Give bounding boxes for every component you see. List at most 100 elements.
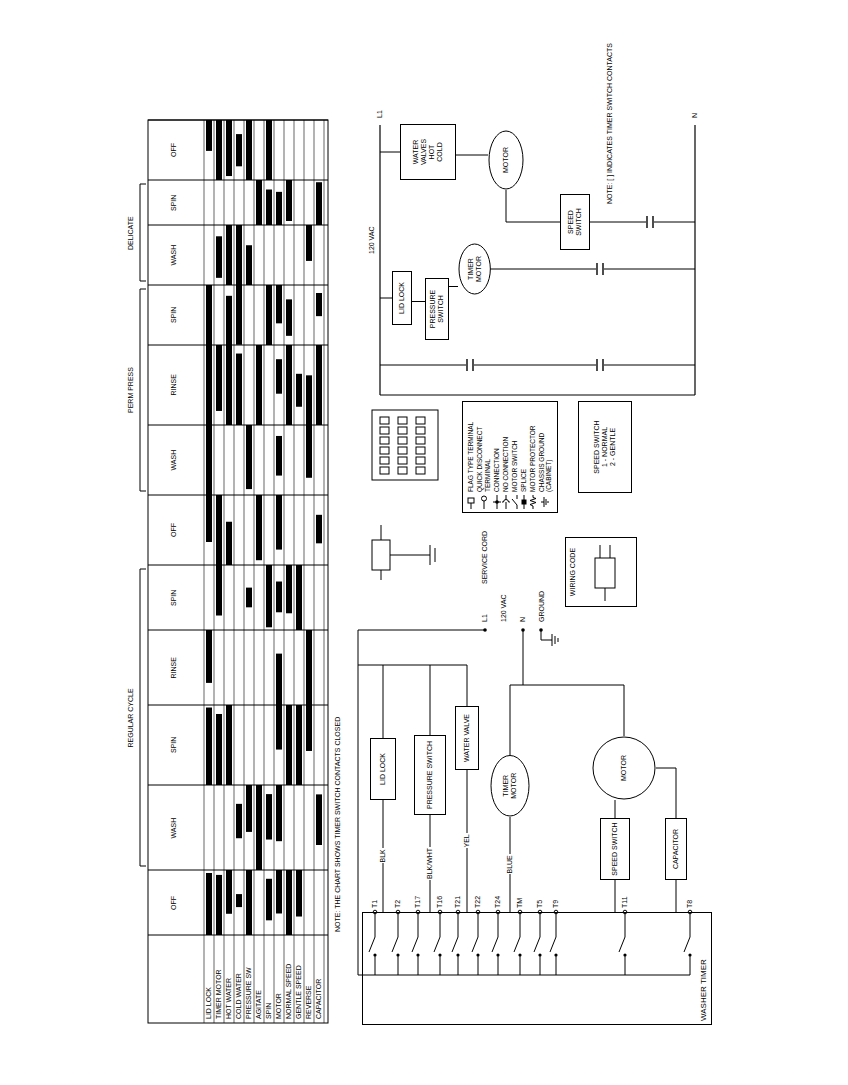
ladder-diagram: [380, 125, 695, 395]
legend-row: MOTOR SWITCH: [511, 405, 519, 509]
terminal-lead: [540, 955, 541, 975]
sample-line: [516, 505, 517, 509]
step-label: SPIN: [170, 589, 178, 607]
ellipse-outline: [593, 737, 655, 799]
row-label: AGITATE: [255, 989, 263, 1020]
contact-bar: [256, 785, 262, 870]
rung: [380, 298, 392, 299]
terminal-lead: [398, 912, 399, 937]
wire: [435, 548, 436, 562]
contact-gap: [646, 216, 654, 228]
contact-bar: [316, 515, 322, 544]
contact-bar: [296, 870, 302, 917]
contact-bar: [276, 192, 282, 225]
speed-switch: SPEED SWITCH: [560, 194, 590, 250]
switch-blade: [684, 937, 690, 952]
contact-bar: [286, 299, 292, 335]
timer-plug: [372, 410, 438, 480]
note-text: NOTE: [ ] INDICATES TIMER SWITCH CONTACT…: [606, 42, 614, 205]
terminal-lead: [520, 912, 521, 937]
chart-row-line: [214, 120, 215, 1023]
chart-row-line: [284, 120, 285, 1023]
water-valves: WATER VALVESHOTCOLD: [400, 124, 456, 180]
contact-bar: [286, 180, 292, 221]
contact-bar: [226, 870, 232, 914]
chart-row-line: [294, 120, 295, 1023]
row-label: CAPACITOR: [315, 978, 323, 1020]
wire-connector: [412, 301, 425, 302]
chart-divider: [148, 935, 328, 936]
contact-bar: [266, 565, 272, 627]
terminal-lead: [375, 912, 376, 937]
switch-blade: [514, 937, 520, 952]
terminal-label: T21: [454, 895, 462, 909]
contact-bar: [276, 436, 282, 476]
terminal-lead: [690, 912, 691, 937]
component-label: SPEED SWITCH: [593, 420, 601, 473]
component-label: PRESSURE SWITCH: [426, 741, 434, 809]
service-plug: [595, 545, 615, 601]
sample-line: [548, 501, 549, 503]
legend-sample: [480, 495, 488, 509]
sample-line: [471, 503, 472, 509]
terminal-lead: [440, 955, 441, 975]
switch-blade: [369, 937, 375, 952]
plug-pin: [398, 457, 407, 464]
rung: [590, 222, 695, 223]
terminal-label: T17: [414, 895, 422, 909]
contact-bar: [206, 495, 212, 542]
plug-pin: [380, 427, 389, 434]
contact-bar: [276, 870, 282, 913]
legend-sample: [493, 495, 501, 509]
contact-bar: [276, 705, 282, 750]
terminal-lead: [520, 955, 521, 975]
plug-pin: [398, 467, 407, 474]
wire-connector: [456, 155, 488, 156]
timer-contact: [466, 359, 467, 371]
row-label: TIMER MOTOR: [215, 968, 223, 1020]
wire-label: L1: [481, 613, 489, 623]
lid-lock: LID LOCK: [370, 738, 396, 800]
legend-sample: [541, 495, 549, 509]
component-label: SPEED SWITCH: [567, 198, 583, 246]
terminal-lead: [375, 955, 376, 975]
step-label: SPIN: [170, 736, 178, 754]
contact-bar: [226, 345, 232, 425]
contact-bar: [316, 182, 322, 225]
chart-row-line: [274, 120, 275, 1023]
sample-dot: [495, 500, 499, 504]
rung: [488, 269, 695, 270]
step-label: OFF: [170, 522, 178, 538]
terminal-label: T2: [394, 899, 402, 909]
neutral-wire: [510, 685, 523, 755]
component-label: TIMER MOTOR: [467, 254, 483, 283]
contact-bar: [236, 134, 242, 166]
legend-row: NO CONNECTION: [502, 405, 510, 509]
switch-blade: [550, 937, 556, 952]
sample-line: [483, 501, 484, 509]
contact-bar: [316, 293, 322, 316]
switch-blade: [412, 937, 418, 952]
legend-sample: [511, 495, 519, 509]
component-label: CAPACITOR: [672, 829, 680, 869]
ellipse-outline: [489, 131, 523, 189]
legend-sample: [502, 495, 510, 509]
component-label: WASHER TIMER: [699, 959, 708, 1021]
terminal-lead: [478, 955, 479, 975]
contact-bar: [276, 359, 282, 393]
terminal-lead: [458, 955, 459, 975]
component-label: LID LOCK: [379, 753, 387, 785]
timer-motor: TIMER MOTOR: [458, 243, 491, 295]
step-label: RINSE: [170, 656, 178, 679]
component-label: TIMER MOTOR: [502, 767, 518, 804]
sample-zigzag: [530, 495, 536, 509]
legend-row: QUICK DISCONNECT TERMINAL: [476, 405, 492, 509]
contact-bar: [216, 714, 222, 785]
cycle-bracket: [140, 569, 146, 866]
legend-text: QUICK DISCONNECT TERMINAL: [476, 405, 492, 492]
water-valve: WATER VALVE: [455, 706, 479, 770]
legend-text: CONNECTION: [493, 405, 501, 492]
contact-bar: [236, 354, 242, 425]
component-label: WATER VALVE: [463, 714, 471, 762]
row-label: MOTOR: [275, 992, 283, 1020]
